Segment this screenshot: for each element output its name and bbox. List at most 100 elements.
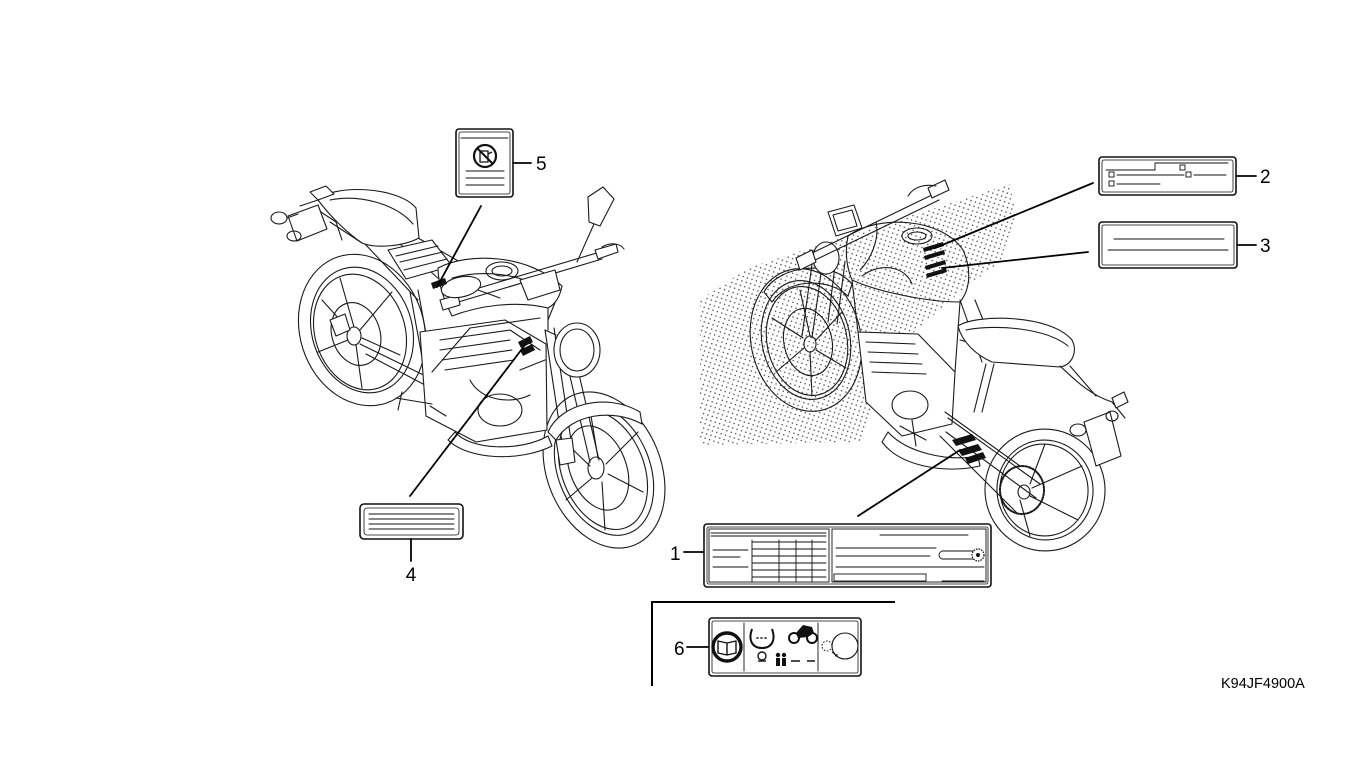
fuel-tank-recess bbox=[861, 267, 913, 285]
footpeg-and-pedal bbox=[395, 391, 447, 417]
label-5-outline bbox=[455, 128, 514, 198]
gauge-arrow-icon bbox=[831, 651, 838, 657]
leader-line-2 bbox=[934, 182, 1094, 249]
prohibition-slash-icon bbox=[476, 147, 494, 165]
rider-icon-head bbox=[775, 652, 781, 658]
tail-light bbox=[1111, 391, 1129, 409]
label-4-inner-border bbox=[363, 507, 460, 536]
seat bbox=[957, 317, 1075, 368]
pressure-gauge-icon bbox=[757, 651, 767, 661]
front-fender bbox=[763, 267, 853, 303]
right-mirror-stem bbox=[576, 223, 595, 263]
label-6: 6 bbox=[651, 601, 895, 686]
label-6-dividers bbox=[743, 622, 819, 672]
rear-spokes bbox=[1019, 443, 1083, 537]
label-2: 2 bbox=[1098, 156, 1271, 196]
seat-seam bbox=[329, 197, 414, 225]
label-4-position-mark bbox=[518, 336, 535, 356]
callout-3: 3 bbox=[1260, 236, 1271, 257]
footpeg bbox=[899, 419, 927, 447]
front-hub bbox=[587, 456, 605, 480]
exhaust bbox=[447, 431, 553, 458]
label-2-checkbox bbox=[1108, 171, 1115, 178]
handlebar bbox=[805, 192, 940, 264]
no-fuel-symbol-icon bbox=[472, 143, 498, 169]
label-1-inner-border bbox=[706, 526, 989, 585]
stipple-shading bbox=[700, 184, 1016, 445]
leader-line-4 bbox=[409, 344, 526, 497]
instrument-screen bbox=[832, 209, 858, 232]
engine-block bbox=[419, 319, 548, 443]
owners-manual-icon bbox=[711, 631, 743, 663]
fuel-cap-inner bbox=[907, 231, 927, 241]
label-4-text-lines bbox=[368, 513, 455, 530]
label-3-outline bbox=[1098, 221, 1238, 269]
label-1-position-mark bbox=[952, 434, 986, 464]
rear-indicator-lower bbox=[286, 230, 302, 242]
fuel-cap bbox=[901, 227, 933, 245]
label-1-table-row-labels bbox=[712, 549, 749, 568]
front-spokes bbox=[564, 409, 644, 531]
label-1: 1 bbox=[670, 523, 992, 588]
label-1-outline bbox=[703, 523, 992, 588]
rear-indicator-left bbox=[1069, 423, 1087, 437]
label-3: 3 bbox=[1098, 221, 1271, 269]
tire-pressure-icon bbox=[749, 628, 775, 650]
triple-clamp bbox=[519, 269, 561, 301]
right-grip bbox=[594, 243, 619, 260]
rear-tire-inner bbox=[309, 266, 415, 394]
fuel-cap-inner bbox=[491, 265, 513, 277]
callout-5: 5 bbox=[536, 154, 547, 175]
brake-lever bbox=[601, 243, 625, 250]
front-fork-tubes bbox=[801, 249, 846, 339]
leader-line-3 bbox=[941, 251, 1089, 269]
leader-line-1 bbox=[857, 449, 961, 517]
engine-crankcase-cover bbox=[477, 393, 523, 427]
callout-6: 6 bbox=[674, 639, 685, 660]
label-2-checkbox bbox=[1185, 171, 1192, 178]
label-2-3-position-mark bbox=[923, 242, 947, 278]
motorcycle-icon bbox=[796, 625, 814, 638]
label-5: 5 bbox=[455, 128, 547, 198]
rear-spokes bbox=[317, 277, 401, 389]
right-motorcycle bbox=[749, 179, 1129, 552]
tail-light bbox=[309, 185, 335, 201]
label-3-inner-border bbox=[1101, 224, 1235, 266]
drive-chain bbox=[939, 411, 1021, 515]
label-6-bracket bbox=[651, 601, 895, 686]
part-code: K94JF4900A bbox=[1221, 676, 1305, 692]
front-tire-outer bbox=[749, 268, 863, 412]
left-bike-rear-wheel bbox=[297, 253, 427, 407]
rider-icon-body bbox=[776, 658, 780, 666]
tail-section bbox=[1059, 365, 1126, 419]
label-2-checkbox bbox=[1108, 180, 1115, 187]
headlight-lens bbox=[559, 328, 595, 372]
right-mirror bbox=[587, 186, 615, 227]
book-icon bbox=[717, 640, 737, 656]
label-2-text-lines bbox=[1105, 162, 1229, 185]
drive-chain-icon bbox=[938, 550, 974, 560]
label-1-table-panel bbox=[708, 528, 830, 583]
label-3-text-lines bbox=[1107, 238, 1229, 251]
right-bike-front-wheel bbox=[749, 268, 863, 412]
label-6-outline bbox=[708, 617, 862, 677]
brake-lever bbox=[907, 184, 937, 197]
exhaust bbox=[881, 431, 981, 470]
rear-shock bbox=[973, 363, 995, 413]
front-tire-outer bbox=[542, 391, 666, 549]
rear-tire-outer bbox=[984, 428, 1106, 552]
callout-2: 2 bbox=[1260, 167, 1271, 188]
seat bbox=[317, 188, 420, 247]
left-grip bbox=[795, 249, 817, 271]
leader-lines bbox=[409, 182, 1094, 517]
rear-tire-inner bbox=[996, 439, 1094, 541]
left-motorcycle bbox=[270, 185, 666, 549]
motorcycle-icon-rear-wheel bbox=[788, 632, 800, 644]
label-2-checkbox bbox=[1179, 164, 1186, 171]
left-mirror-stem bbox=[477, 289, 501, 299]
callout-1: 1 bbox=[670, 544, 681, 565]
left-mirror bbox=[440, 275, 482, 299]
headlight bbox=[553, 322, 601, 378]
